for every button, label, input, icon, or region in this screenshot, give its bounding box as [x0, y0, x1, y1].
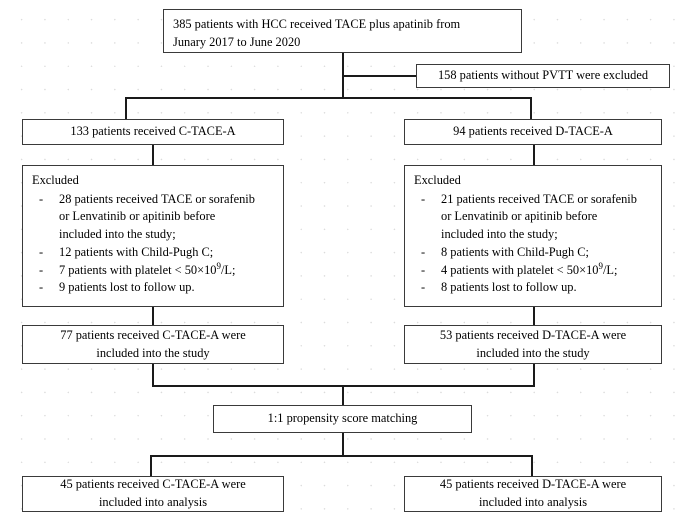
node-analysis-left: 45 patients received C-TACE-A were inclu…	[22, 476, 284, 512]
connector-merge-to-matching	[342, 385, 344, 405]
node-excluded-right: Excluded - 21 patients received TACE or …	[404, 165, 662, 307]
connector-split-bar-analysis	[150, 455, 532, 457]
node-arm-c-tace-a: 133 patients received C-TACE-A	[22, 119, 284, 145]
included-right-line-2: included into the study	[476, 345, 590, 360]
bullet-marker: -	[39, 244, 44, 259]
connector-right-excluded-to-included	[533, 307, 535, 325]
node-excluded-no-pvtt: 158 patients without PVTT were excluded	[416, 64, 670, 88]
excluded-left-item-2-post: /L;	[220, 262, 236, 277]
excluded-right-item-2-pre: 4 patients with platelet < 50×10	[441, 262, 599, 277]
connector-drop-analysis-left	[150, 455, 152, 476]
bullet-marker: -	[39, 280, 44, 295]
connector-to-excluded-pvtt	[342, 75, 416, 77]
list-item: - 21 patients received TACE or sorafenib…	[414, 191, 653, 244]
connector-matching-down	[342, 433, 344, 457]
connector-drop-analysis-right	[531, 455, 533, 476]
connector-right-arm-to-excluded	[533, 145, 535, 165]
excluded-right-item-0-line-3: included into the study;	[441, 227, 558, 242]
bullet-marker: -	[39, 262, 44, 277]
list-item: - 8 patients with Child-Pugh C;	[414, 244, 653, 262]
list-item: - 7 patients with platelet < 50×109/L;	[32, 260, 275, 280]
excluded-no-pvtt-label: 158 patients without PVTT were excluded	[437, 68, 649, 83]
node-excluded-left: Excluded - 28 patients received TACE or …	[22, 165, 284, 307]
bullet-marker: -	[421, 191, 426, 206]
connector-left-excluded-to-included	[152, 307, 154, 325]
excluded-left-list: - 28 patients received TACE or sorafenib…	[32, 191, 275, 297]
node-analysis-right: 45 patients received D-TACE-A were inclu…	[404, 476, 662, 512]
bullet-marker: -	[421, 262, 426, 277]
connector-split-bar-arms	[125, 97, 531, 99]
excluded-right-item-3-line-1: 8 patients lost to follow up.	[441, 280, 577, 295]
list-item: - 8 patients lost to follow up.	[414, 279, 653, 297]
excluded-left-item-1-line-1: 12 patients with Child-Pugh C;	[59, 244, 214, 259]
matching-label: 1:1 propensity score matching	[267, 411, 418, 426]
node-arm-d-tace-a: 94 patients received D-TACE-A	[404, 119, 662, 145]
connector-drop-arm-right	[530, 97, 532, 119]
connector-right-included-down	[533, 364, 535, 386]
node-included-left: 77 patients received C-TACE-A were inclu…	[22, 325, 284, 364]
connector-left-included-down	[152, 364, 154, 386]
list-item: - 28 patients received TACE or sorafenib…	[32, 191, 275, 244]
excluded-left-title: Excluded	[32, 173, 79, 187]
excluded-right-item-0-line-2: or Lenvatinib or apitinib before	[441, 209, 598, 224]
excluded-left-item-2-pre: 7 patients with platelet < 50×10	[59, 262, 217, 277]
excluded-right-item-2-superscript: 9	[598, 260, 603, 271]
enrollment-line-2: Junary 2017 to June 2020	[173, 34, 301, 49]
excluded-left-item-0-line-1: 28 patients received TACE or sorafenib	[59, 191, 255, 206]
bullet-marker: -	[421, 280, 426, 295]
node-included-right: 53 patients received D-TACE-A were inclu…	[404, 325, 662, 364]
node-propensity-matching: 1:1 propensity score matching	[213, 405, 472, 433]
analysis-right-line-1: 45 patients received D-TACE-A were	[439, 477, 627, 492]
excluded-right-list: - 21 patients received TACE or sorafenib…	[414, 191, 653, 297]
excluded-right-item-2-post: /L;	[602, 262, 618, 277]
analysis-left-line-2: included into analysis	[98, 495, 208, 509]
excluded-left-item-2-superscript: 9	[216, 260, 221, 271]
list-item: - 9 patients lost to follow up.	[32, 279, 275, 297]
excluded-right-item-1-line-1: 8 patients with Child-Pugh C;	[441, 244, 590, 259]
included-left-line-1: 77 patients received C-TACE-A were	[60, 327, 246, 342]
bullet-marker: -	[39, 191, 44, 206]
excluded-right-title: Excluded	[414, 173, 461, 187]
excluded-left-item-3-line-1: 9 patients lost to follow up.	[59, 280, 195, 295]
node-enrollment: 385 patients with HCC received TACE plus…	[163, 9, 522, 53]
connector-drop-arm-left	[125, 97, 127, 119]
excluded-left-item-0-line-2: or Lenvatinib or apitinib before	[59, 209, 216, 224]
enrollment-line-1: 385 patients with HCC received TACE plus…	[173, 17, 461, 31]
connector-left-arm-to-excluded	[152, 145, 154, 165]
arm-right-label: 94 patients received D-TACE-A	[453, 124, 613, 139]
arm-left-label: 133 patients received C-TACE-A	[70, 124, 236, 139]
excluded-left-item-0-line-3: included into the study;	[59, 227, 176, 242]
excluded-right-item-0-line-1: 21 patients received TACE or sorafenib	[441, 191, 637, 206]
list-item: - 4 patients with platelet < 50×109/L;	[414, 260, 653, 280]
bullet-marker: -	[421, 244, 426, 259]
list-item: - 12 patients with Child-Pugh C;	[32, 244, 275, 262]
analysis-left-line-1: 45 patients received C-TACE-A were	[60, 477, 246, 492]
included-left-line-2: included into the study	[96, 345, 210, 360]
analysis-right-line-2: included into analysis	[478, 495, 588, 509]
included-right-line-1: 53 patients received D-TACE-A were	[439, 327, 627, 342]
